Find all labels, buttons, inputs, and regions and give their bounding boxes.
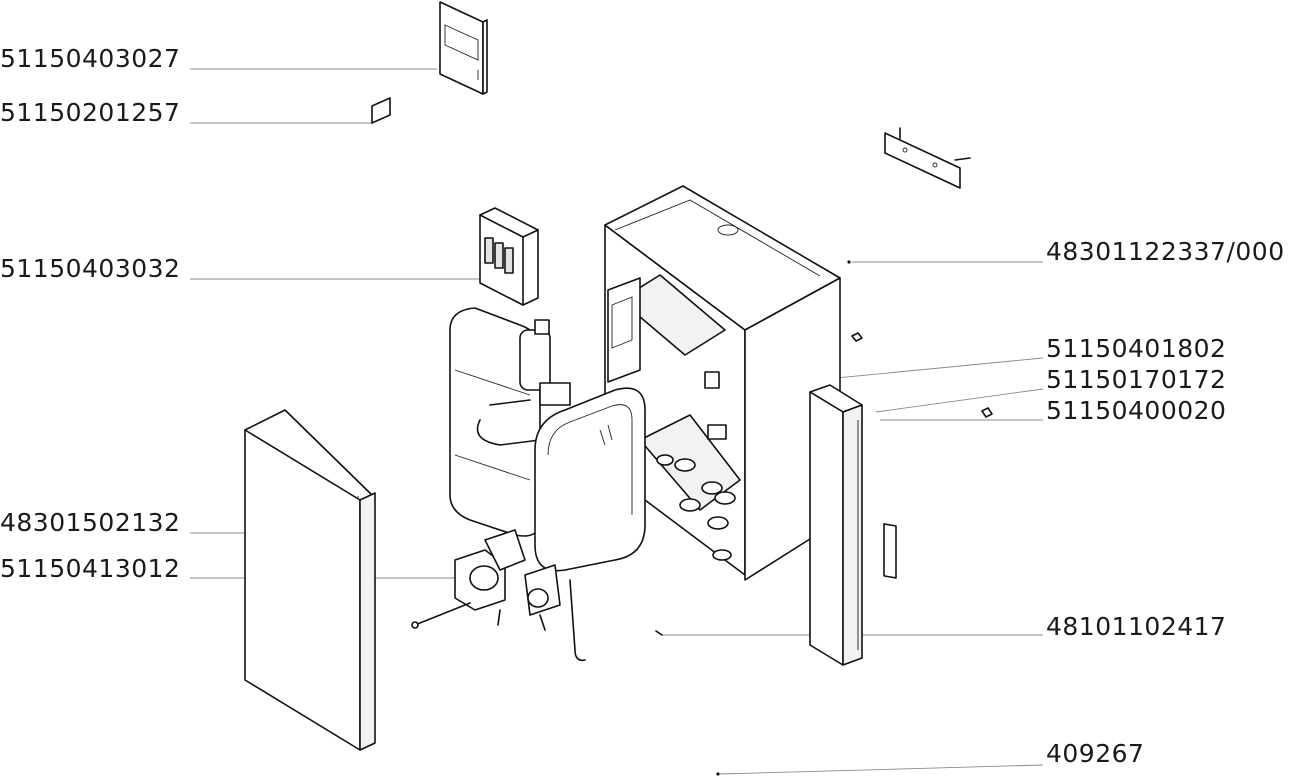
hydraulic-assembly-part [449,307,571,537]
clip-part [981,407,993,418]
part-number-screw-front: 48101102417 [1046,612,1227,641]
side-panel-part [244,409,376,751]
part-number-sensor-a: 51150401802 [1046,334,1227,363]
part-number-display-cover: 51150201257 [0,98,181,127]
part-number-side-panel: 48301502132 [0,508,181,537]
part-number-screw-rear: 48301122337/000 [1046,239,1285,264]
leader-screw-bottom [719,764,1044,775]
wall-bracket-part [884,127,971,189]
part-number-pump: 51150413012 [0,554,181,583]
screw-front-part [655,630,663,636]
expansion-vessel-part [534,387,646,572]
nut-part [851,332,863,342]
part-number-screw-bottom: 409267 [1046,739,1145,768]
small-parts [655,260,993,776]
cable-clip-strip-part [883,523,897,579]
display-unit-part [439,1,488,95]
screw-rear-part [847,260,851,264]
part-number-electric-box: 51150403032 [0,254,181,283]
pump-part [411,529,586,662]
electric-box-part [479,207,539,306]
part-number-cable-clip: 51150400020 [1046,396,1227,425]
part-number-display-unit: 51150403027 [0,44,181,73]
screw-bottom-part [716,772,720,776]
display-cover-part [371,97,391,124]
front-strip-part [809,384,863,666]
leader-sensor-b [875,388,1044,413]
part-number-sensor-b: 51150170172 [1046,365,1227,394]
